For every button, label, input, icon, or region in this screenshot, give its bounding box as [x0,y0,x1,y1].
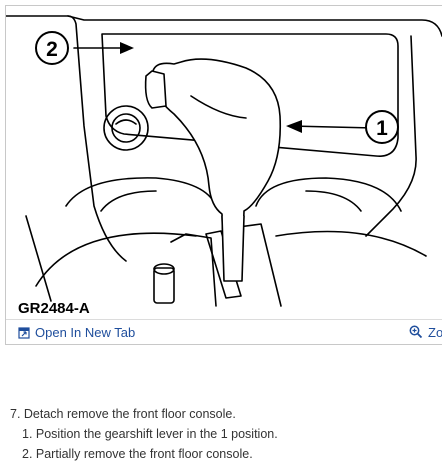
knob-recess-outer [103,105,149,151]
arrow-1-head [286,120,302,133]
knob-recess-inner [111,113,141,143]
shift-knob [152,58,282,271]
procedure-step: 7. Detach remove the front floor console… [10,407,236,421]
lower-panel-curve-left [65,177,217,207]
callout-2-label: 2 [46,38,58,61]
arrow-2-head [120,42,134,54]
open-in-new-tab-link[interactable]: Open In New Tab [18,325,135,340]
callout-2-circle [35,31,69,65]
shift-shaft [221,215,245,282]
callout-1-circle [365,110,399,144]
reference-line [25,215,52,302]
shift-gate [170,233,217,307]
console-top-edge [67,15,442,37]
figure-code: GR2484-A [18,300,90,317]
shift-gate-slot [205,230,242,299]
figure-toolbar: Open In New Tab Zo [6,319,442,344]
console-right-side [365,35,417,237]
procedure-substep-2: 2. Partially remove the front floor cons… [22,447,253,461]
knob-button [144,70,167,109]
cupholder-edge-left [100,190,157,212]
knob-shading-line [190,95,247,119]
zoom-label: Zo [428,325,442,340]
zoom-icon [409,325,423,339]
arrow-1-line [290,125,375,129]
zoom-link[interactable]: Zo [409,325,442,340]
lower-panel-sweep-left [35,232,197,287]
lower-panel-curve-right [255,177,402,212]
procedure-substep-1: 1. Position the gearshift lever in the 1… [22,427,278,441]
callout-1-label: 1 [376,117,388,140]
open-new-tab-icon [18,327,30,339]
figure-frame: 2 1 GR2484-A Open In New Tab Zo [5,5,442,345]
cupholder-edge-right [305,190,362,212]
procedure-steps: 7. Detach remove the front floor console… [10,404,278,464]
lower-panel-sweep-right [275,230,427,257]
gearshift-diagram: 2 1 GR2484-A [6,15,442,317]
open-in-new-tab-label: Open In New Tab [35,325,136,340]
button-plug-top [153,263,175,275]
button-plug [153,267,175,304]
knob-recess-detail [115,119,137,125]
